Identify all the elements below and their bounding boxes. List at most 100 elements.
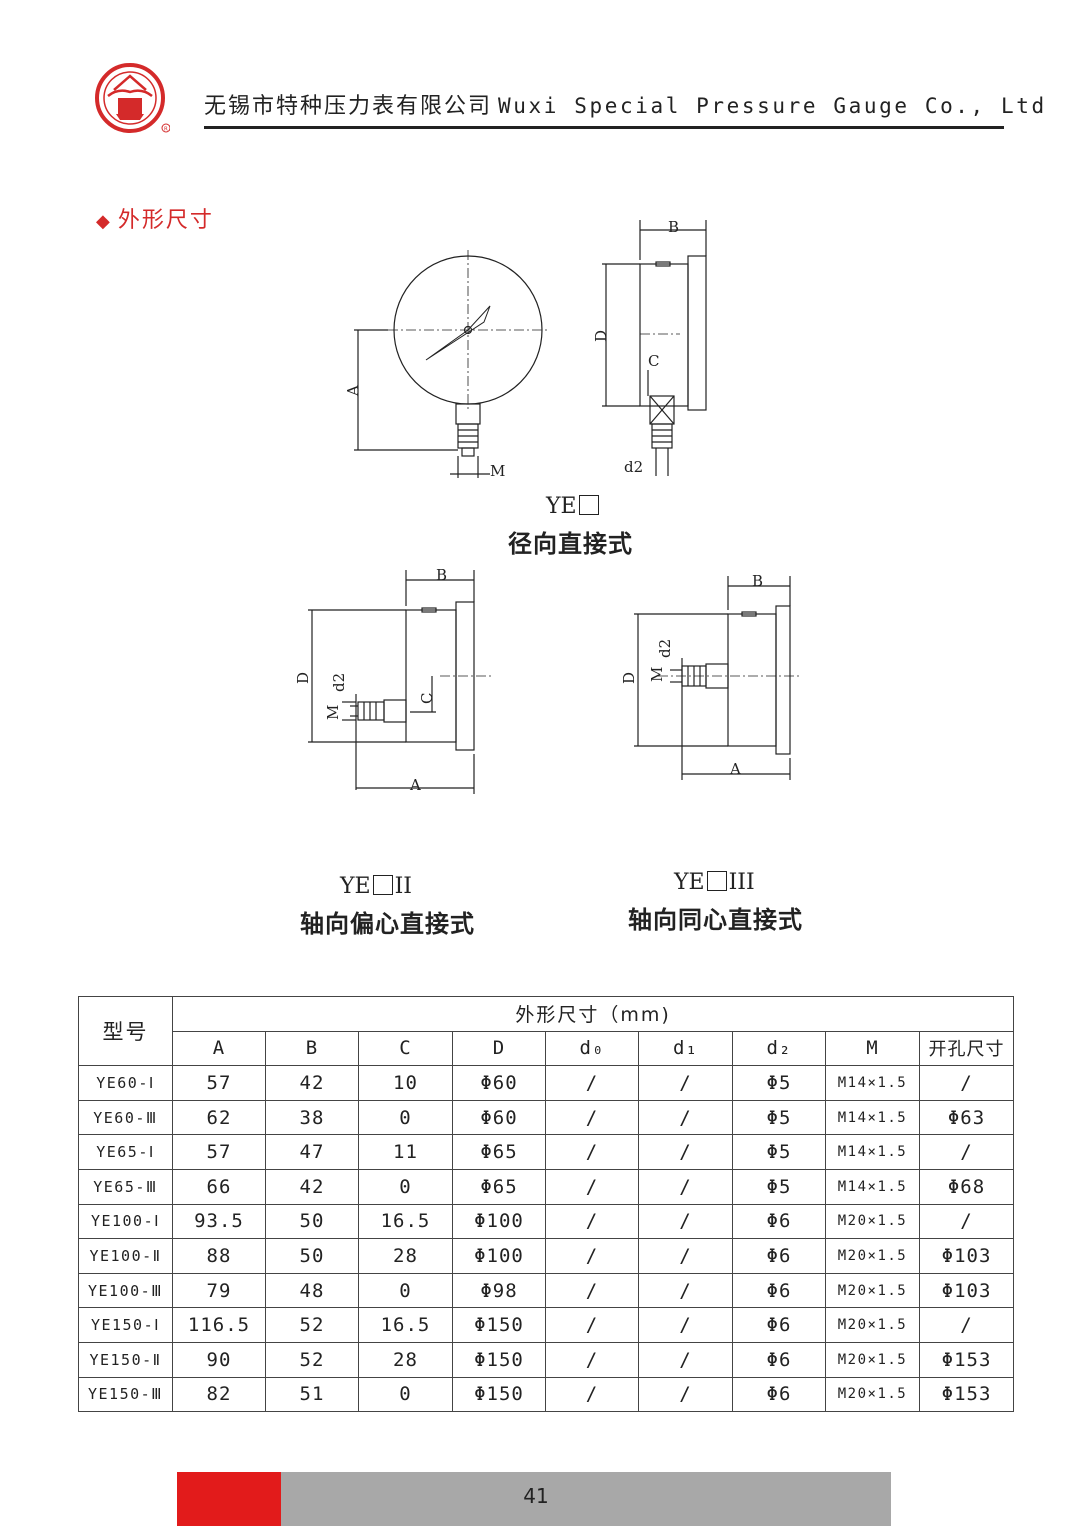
cell-d1: / [638, 1134, 733, 1170]
dim-label-b: B [752, 572, 763, 590]
cell-model: YE60-Ⅲ [78, 1099, 173, 1136]
cell-hole: Φ68 [918, 1168, 1015, 1205]
cell-b: 48 [265, 1272, 359, 1309]
cell-a: 79 [172, 1272, 266, 1309]
cell-d1: / [638, 1238, 733, 1274]
svg-text:R: R [164, 127, 168, 133]
cell-b: 50 [265, 1238, 359, 1274]
diamond-bullet-icon: ◆ [96, 211, 112, 232]
cell-model: YE65-Ⅲ [78, 1168, 173, 1205]
cell-d: Φ150 [452, 1341, 546, 1378]
cell-d2: Φ5 [732, 1134, 826, 1170]
cell-c: 28 [358, 1341, 453, 1378]
column-header-a: A [172, 1030, 266, 1067]
cell-m: M20×1.5 [825, 1238, 920, 1274]
cell-c: 0 [358, 1168, 453, 1205]
cell-c: 0 [358, 1099, 453, 1136]
cell-m: M14×1.5 [825, 1134, 920, 1170]
cell-d2: Φ5 [732, 1168, 826, 1205]
cell-d0: / [545, 1099, 639, 1136]
cell-a: 90 [172, 1341, 266, 1378]
cell-d2: Φ5 [732, 1099, 826, 1136]
cell-a: 66 [172, 1168, 266, 1205]
dim-label-d2: d2 [624, 458, 643, 476]
cell-d1: / [638, 1272, 733, 1309]
cell-d2: Φ5 [732, 1065, 826, 1101]
cell-hole: Φ153 [918, 1376, 1015, 1413]
cell-d2: Φ6 [732, 1341, 826, 1378]
cell-a: 82 [172, 1376, 266, 1413]
model-placeholder-box [578, 495, 599, 515]
dim-label-m: M [490, 462, 505, 480]
dim-label-d: D [620, 672, 638, 684]
cell-d2: Φ6 [732, 1307, 826, 1343]
model-placeholder-box [372, 875, 393, 895]
table-header-row: 型号 外形尺寸（mm) [78, 995, 1015, 1067]
dim-label-a: A [409, 776, 421, 794]
cell-d0: / [545, 1238, 639, 1274]
dim-label-d2: d2 [656, 639, 674, 658]
dim-label-a: A [729, 760, 741, 778]
column-header-b: B [265, 1030, 359, 1067]
dim-label-c: C [648, 352, 659, 370]
cell-c: 10 [358, 1065, 453, 1101]
cell-d0: / [545, 1065, 639, 1101]
cell-d0: / [545, 1376, 639, 1413]
cell-b: 42 [265, 1168, 359, 1205]
footer-bar [281, 1472, 891, 1526]
cell-d1: / [638, 1203, 733, 1240]
column-header-m: M [825, 1030, 920, 1067]
cell-m: M14×1.5 [825, 1168, 920, 1205]
cell-d0: / [545, 1272, 639, 1309]
cell-c: 11 [358, 1134, 453, 1170]
cell-d1: / [638, 1099, 733, 1136]
cell-model: YE150-Ⅰ [78, 1307, 173, 1343]
header-divider [204, 126, 1004, 129]
dim-label-b: B [668, 218, 679, 236]
column-header-model: 型号 [78, 995, 173, 1067]
cell-d0: / [545, 1307, 639, 1343]
company-name-en: Wuxi Special Pressure Gauge Co., Ltd [498, 94, 1047, 118]
axial-concentric-drawing: B D M d2 A [620, 572, 800, 780]
cell-d: Φ150 [452, 1376, 546, 1413]
dim-label-m: M [324, 705, 342, 720]
cell-d1: / [638, 1341, 733, 1378]
cell-d1: / [638, 1168, 733, 1205]
cell-m: M20×1.5 [825, 1341, 920, 1378]
cell-b: 52 [265, 1341, 359, 1378]
cell-m: M20×1.5 [825, 1272, 920, 1309]
cell-hole: / [918, 1134, 1015, 1170]
cell-m: M14×1.5 [825, 1065, 920, 1101]
cell-d0: / [545, 1134, 639, 1170]
cell-a: 88 [172, 1238, 266, 1274]
column-header-hole: 开孔尺寸 [918, 1030, 1015, 1067]
cell-a: 57 [172, 1065, 266, 1101]
section-title-text: 外形尺寸 [117, 208, 214, 233]
cell-b: 51 [265, 1376, 359, 1413]
column-header-c: C [358, 1030, 453, 1067]
cell-m: M20×1.5 [825, 1307, 920, 1343]
company-name-cn: 无锡市特种压力表有限公司 [204, 94, 493, 119]
cell-hole: / [918, 1307, 1015, 1343]
cell-d: Φ65 [452, 1168, 546, 1205]
cell-b: 50 [265, 1203, 359, 1240]
cell-d2: Φ6 [732, 1238, 826, 1274]
radial-mount-drawing: A M B D C d2 [344, 218, 707, 480]
column-header-d: D [452, 1030, 546, 1067]
cell-hole: / [918, 1203, 1015, 1240]
column-group-header: 外形尺寸（mm) [171, 996, 1015, 1032]
cell-m: M20×1.5 [825, 1376, 920, 1413]
dim-label-a: A [344, 385, 362, 397]
cell-d2: Φ6 [732, 1376, 826, 1413]
model-code-radial: YE [546, 494, 601, 519]
cell-model: YE100-Ⅰ [78, 1203, 173, 1240]
cell-hole: Φ103 [918, 1238, 1015, 1274]
cell-a: 116.5 [172, 1307, 266, 1343]
dim-label-d: D [294, 672, 312, 684]
